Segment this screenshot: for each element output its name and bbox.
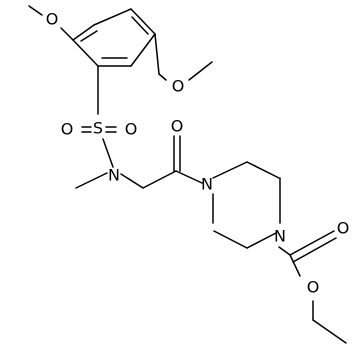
bond-carbamate-carbonyl xyxy=(289,230,335,256)
bond-ring-3 xyxy=(130,33,156,67)
bond-piperazine-5 xyxy=(213,230,248,249)
bond-sulfur-nitrogen xyxy=(102,138,114,168)
bond-piperazine-2 xyxy=(246,161,280,179)
bond-carbamate-ester-oxygen xyxy=(289,254,301,277)
bond-piperazine-4 xyxy=(246,232,277,249)
bond-ester-ethyl-2 xyxy=(312,319,347,344)
atom-label-sulfonyl-oxygen-right: O xyxy=(125,120,138,139)
bond-ring-6 xyxy=(72,24,95,41)
bond-top-methoxy-methyl xyxy=(28,5,43,16)
atom-label-sulfonamide-nitrogen: N xyxy=(108,166,120,185)
bond-piperazine-carbamate xyxy=(278,246,291,256)
bond-right-methoxy-methyl xyxy=(188,61,213,81)
bond-right-methoxy-ring xyxy=(154,33,160,75)
bond-methylene-carbonyl xyxy=(142,170,177,189)
atom-label-sulfonyl-oxygen-left: O xyxy=(61,120,74,139)
bond-nitrogen-methyl xyxy=(75,172,108,189)
atom-label-ester-oxygen: O xyxy=(307,278,320,297)
bond-carbonyl-piperazine-nitrogen xyxy=(175,170,203,184)
bond-carbamate-carbonyl-2 xyxy=(292,237,337,263)
atom-label-o-top: O xyxy=(46,10,59,29)
atom-label-amide-oxygen: O xyxy=(171,117,184,136)
atom-label-carbamate-carbonyl-oxygen: O xyxy=(337,219,350,238)
bond-ring-2-inner xyxy=(131,16,149,35)
atom-labels: O O S O O N O N N O O xyxy=(46,10,350,297)
atom-label-sulfur: S xyxy=(93,119,103,138)
bond-ring-6-inner xyxy=(80,30,98,42)
atom-label-o-right: O xyxy=(172,77,185,96)
atom-label-piperazine-carbamate-nitrogen: N xyxy=(274,227,286,246)
bond-ring-2 xyxy=(130,8,156,35)
bond-piperazine-1 xyxy=(212,161,248,179)
atom-label-piperazine-amide-nitrogen: N xyxy=(201,175,213,194)
bond-right-methoxy-oxygen xyxy=(158,73,167,81)
bond-ring-5 xyxy=(72,39,99,67)
bond-nitrogen-methylene xyxy=(120,173,144,189)
bonds xyxy=(28,5,347,344)
bond-top-methoxy-ring xyxy=(60,27,74,41)
bond-ring-1 xyxy=(93,8,132,26)
